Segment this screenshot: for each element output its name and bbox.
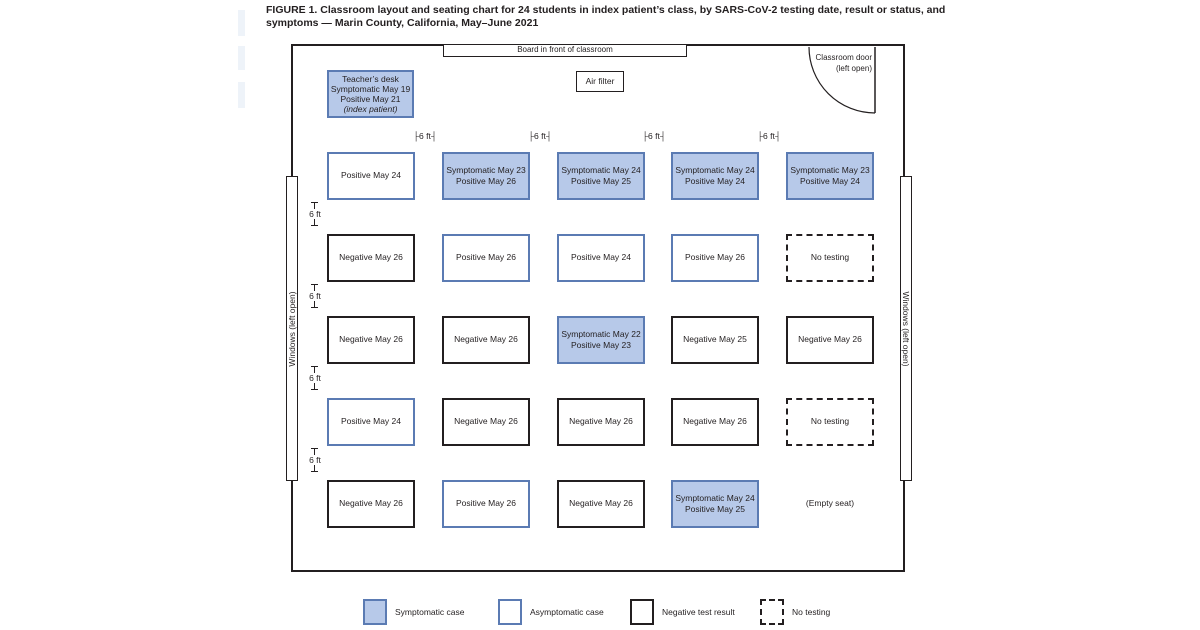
distance-marker-vertical: 6 ft: [305, 202, 325, 226]
seat-text: No testing: [810, 416, 850, 427]
seat-text: Negative May 26: [339, 498, 403, 509]
left-windows: Windows (left open): [286, 176, 298, 481]
margin-strip: [238, 10, 245, 36]
seat-text: Symptomatic May 24: [561, 164, 641, 175]
teacher-desk: Teacher’s desk Symptomatic May 19 Positi…: [327, 70, 414, 118]
seat-text: Positive May 26: [456, 176, 516, 186]
seat-text: Positive May 26: [456, 498, 516, 509]
seat-text: Positive May 26: [685, 252, 745, 263]
seat-text: Positive May 24: [341, 416, 401, 427]
seat-text: Positive May 24: [341, 170, 401, 181]
seat-text: Positive May 26: [456, 252, 516, 263]
seat-negative: Negative May 26: [557, 398, 645, 446]
seat-text: Symptomatic May 22: [561, 328, 641, 339]
margin-strip: [238, 82, 245, 108]
seat-text: Positive May 24: [800, 176, 860, 186]
seat-negative: Negative May 26: [442, 316, 530, 364]
seat-text: Symptomatic May 24: [675, 492, 755, 503]
seat-text: Symptomatic May 23: [446, 164, 526, 175]
board: Board in front of classroom: [443, 45, 687, 57]
right-windows: Windows (left open): [900, 176, 912, 481]
legend-item-notest: No testing: [760, 598, 830, 626]
air-filter: Air filter: [576, 71, 624, 92]
legend-item-negative: Negative test result: [630, 598, 735, 626]
door-swing-icon: [808, 46, 876, 114]
legend-swatch: [760, 599, 784, 625]
legend-label: Symptomatic case: [395, 607, 465, 617]
distance-marker-horizontal: ├6 ft┤: [757, 131, 781, 141]
legend-item-symptomatic: Symptomatic case: [363, 598, 464, 626]
seat-text: Negative May 25: [683, 334, 747, 345]
legend-label: No testing: [792, 607, 831, 617]
distance-marker-vertical: 6 ft: [305, 366, 325, 390]
seat-text: Symptomatic May 23: [790, 164, 870, 175]
distance-marker-vertical: 6 ft: [305, 284, 325, 308]
distance-marker-horizontal: ├6 ft┤: [642, 131, 666, 141]
seat-text: (Empty seat): [805, 498, 855, 509]
seat-text: Negative May 26: [454, 334, 518, 345]
seat-text: Negative May 26: [798, 334, 862, 345]
legend-swatch: [498, 599, 522, 625]
seat-negative: Negative May 26: [327, 480, 415, 528]
figure-title: FIGURE 1. Classroom layout and seating c…: [266, 4, 946, 29]
distance-marker-vertical: 6 ft: [305, 448, 325, 472]
margin-strip: [238, 46, 245, 70]
seat-negative: Negative May 25: [671, 316, 759, 364]
seat-text: Negative May 26: [569, 416, 633, 427]
door-label: Classroom door (left open): [815, 53, 872, 73]
legend-item-asymptomatic: Asymptomatic case: [498, 598, 604, 626]
seat-notest: No testing: [786, 398, 874, 446]
seat-asymptomatic: Positive May 26: [671, 234, 759, 282]
seat-asymptomatic: Positive May 26: [442, 234, 530, 282]
seat-text: Negative May 26: [454, 416, 518, 427]
legend-swatch: [363, 599, 387, 625]
seat-text: Positive May 23: [571, 340, 631, 350]
seat-negative: Negative May 26: [671, 398, 759, 446]
seat-negative: Negative May 26: [327, 234, 415, 282]
seat-text: Positive May 25: [571, 176, 631, 186]
seat-text: Positive May 24: [571, 252, 631, 263]
seat-text: Negative May 26: [569, 498, 633, 509]
seat-text: No testing: [810, 252, 850, 263]
seat-negative: Negative May 26: [557, 480, 645, 528]
seat-asymptomatic: Positive May 24: [557, 234, 645, 282]
seat-asymptomatic: Positive May 26: [442, 480, 530, 528]
seat-text: Negative May 26: [339, 334, 403, 345]
distance-marker-horizontal: ├6 ft┤: [413, 131, 437, 141]
seat-text: Positive May 25: [685, 504, 745, 514]
legend-label: Negative test result: [662, 607, 735, 617]
seat-empty: (Empty seat): [786, 480, 874, 528]
seat-text: Positive May 24: [685, 176, 745, 186]
legend-swatch: [630, 599, 654, 625]
seat-negative: Negative May 26: [327, 316, 415, 364]
seat-notest: No testing: [786, 234, 874, 282]
legend-label: Asymptomatic case: [530, 607, 604, 617]
seat-asymptomatic: Positive May 24: [327, 398, 415, 446]
seat-text: Negative May 26: [683, 416, 747, 427]
seat-text: Symptomatic May 24: [675, 164, 755, 175]
seat-negative: Negative May 26: [786, 316, 874, 364]
distance-marker-horizontal: ├6 ft┤: [528, 131, 552, 141]
seat-negative: Negative May 26: [442, 398, 530, 446]
seat-asymptomatic: Positive May 24: [327, 152, 415, 200]
seat-text: Negative May 26: [339, 252, 403, 263]
